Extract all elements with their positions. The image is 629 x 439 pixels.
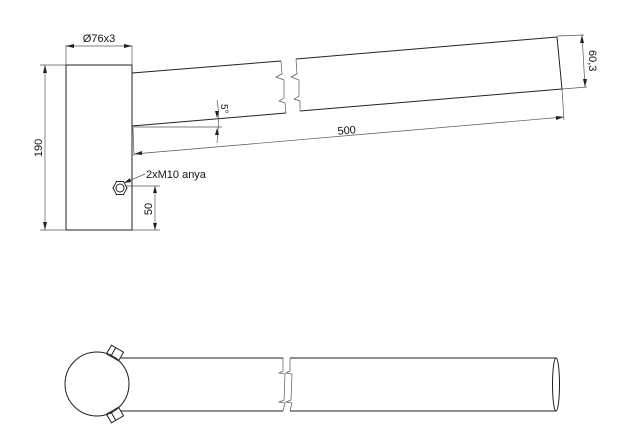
hex-nut-icon — [112, 181, 128, 195]
collar-circle — [64, 351, 130, 417]
nut: 2xM10 anya — [112, 169, 207, 195]
break-mark-right — [290, 58, 301, 111]
nut-offset-label: 50 — [143, 203, 155, 215]
angle-label: 5° — [218, 104, 229, 114]
break-mark-left — [275, 60, 287, 114]
dim-collar-diameter: Ø76x3 — [65, 33, 133, 65]
collar-sleeve — [65, 64, 133, 231]
tube-end — [556, 36, 563, 90]
nut-bottom — [105, 406, 125, 424]
nut-top — [105, 344, 125, 362]
side-view: Ø76x3 190 5° 500 — [33, 33, 598, 231]
break-mark-top-left — [277, 358, 286, 412]
break-mark-top-right — [284, 358, 293, 412]
tube-diameter-label: 60,3 — [586, 50, 598, 71]
arm-tube — [131, 36, 563, 127]
dim-angle: 5° — [132, 99, 229, 144]
dim-arm-length: 500 — [132, 88, 565, 157]
dim-tube-diameter: 60,3 — [556, 34, 598, 90]
dim-collar-height: 190 — [33, 64, 66, 231]
tube-end-ellipse — [552, 357, 560, 412]
top-view — [64, 344, 560, 424]
dim-nut-offset: 50 — [126, 185, 160, 231]
nut-label: 2xM10 anya — [146, 169, 207, 181]
arm-length-label: 500 — [337, 124, 356, 138]
collar-diameter-label: Ø76x3 — [83, 33, 115, 45]
collar-height-label: 190 — [33, 139, 45, 157]
